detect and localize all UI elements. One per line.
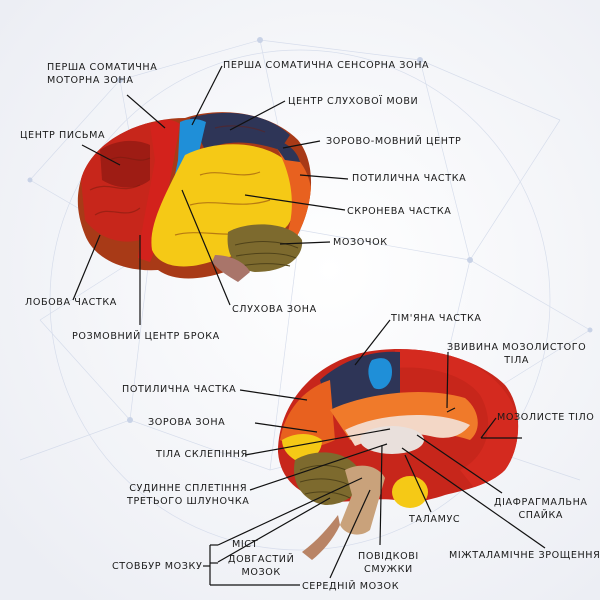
label-pons: МІСТ <box>232 539 259 550</box>
med-frontal-red <box>395 349 519 495</box>
label-frontal-lobe: ЛОБОВА ЧАСТКА <box>25 297 117 308</box>
label-thalamus: ТАЛАМУС <box>409 514 461 525</box>
label-occipital-lobe-2: ПОТИЛИЧНА ЧАСТКА <box>122 384 237 395</box>
leader-lines <box>72 65 546 586</box>
label-fornix: ТІЛА СКЛЕПІННЯ <box>156 449 248 460</box>
label-parietal-lobe: ТІМ'ЯНА ЧАСТКА <box>391 313 482 324</box>
label-broca-center: РОЗМОВНИЙ ЦЕНТР БРОКА <box>72 331 220 342</box>
label-occipital-lobe-1: ПОТИЛИЧНА ЧАСТКА <box>352 173 467 184</box>
label-brainstem: СТОВБУР МОЗКУ <box>112 561 203 572</box>
label-temporal-lobe: СКРОНЕВА ЧАСТКА <box>347 206 452 217</box>
med-medulla <box>302 515 340 560</box>
label-cerebellum-1: МОЗОЧОК <box>333 237 388 248</box>
med-thalamus <box>360 426 424 454</box>
med-blue-spot <box>368 358 392 390</box>
lat-motor-strip <box>138 119 180 262</box>
label-corpus-callosum: МОЗОЛИСТЕ ТІЛО <box>497 412 595 423</box>
lat-writing-darkred <box>100 140 150 188</box>
label-auditory-speech-center: ЦЕНТР СЛУХОВОЇ МОВИ <box>288 96 419 107</box>
label-choroid-plexus: СУДИННЕ СПЛЕТІННЯ ТРЕТЬОГО ШЛУНОЧКА <box>127 483 250 507</box>
label-midbrain: СЕРЕДНІЙ МОЗОК <box>302 581 400 592</box>
lat-parietal-navy <box>190 112 290 150</box>
label-auditory-zone: СЛУХОВА ЗОНА <box>232 304 317 315</box>
label-motor-zone: ПЕРША СОМАТИЧНА МОТОРНА ЗОНА <box>47 62 158 86</box>
lat-gyri-lines <box>89 125 271 236</box>
label-diaphragmatic-commissure: ДІАФРАГМАЛЬНА СПАЙКА <box>494 497 588 521</box>
label-visual-speech-center: ЗОРОВО-МОВНИЙ ЦЕНТР <box>326 136 462 147</box>
label-writing-center: ЦЕНТР ПИСЬМА <box>20 130 106 141</box>
label-interthalamic-adhesion: МІЖТАЛАМІЧНЕ ЗРОЩЕННЯ <box>449 550 600 561</box>
med-pituitary-yellow <box>392 476 428 508</box>
label-medulla: ДОВГАСТИЙ МОЗОК <box>228 554 295 578</box>
lat-visual-speech-navy <box>270 140 300 162</box>
medial-brain <box>278 349 519 560</box>
label-cingulate-gyrus: ЗВИВИНА МОЗОЛИСТОГО ТІЛА <box>447 342 587 366</box>
label-habenular-striae: ПОВІДКОВІ СМУЖКИ <box>358 551 419 575</box>
lateral-brain <box>77 112 312 282</box>
med-occipital-orange <box>280 380 335 448</box>
lat-brainstem <box>212 255 250 282</box>
label-sensory-zone: ПЕРША СОМАТИЧНА СЕНСОРНА ЗОНА <box>223 60 430 71</box>
lat-occipital-orange <box>275 145 312 240</box>
label-visual-zone: ЗОРОВА ЗОНА <box>148 417 226 428</box>
lat-cerebellum <box>227 224 303 272</box>
